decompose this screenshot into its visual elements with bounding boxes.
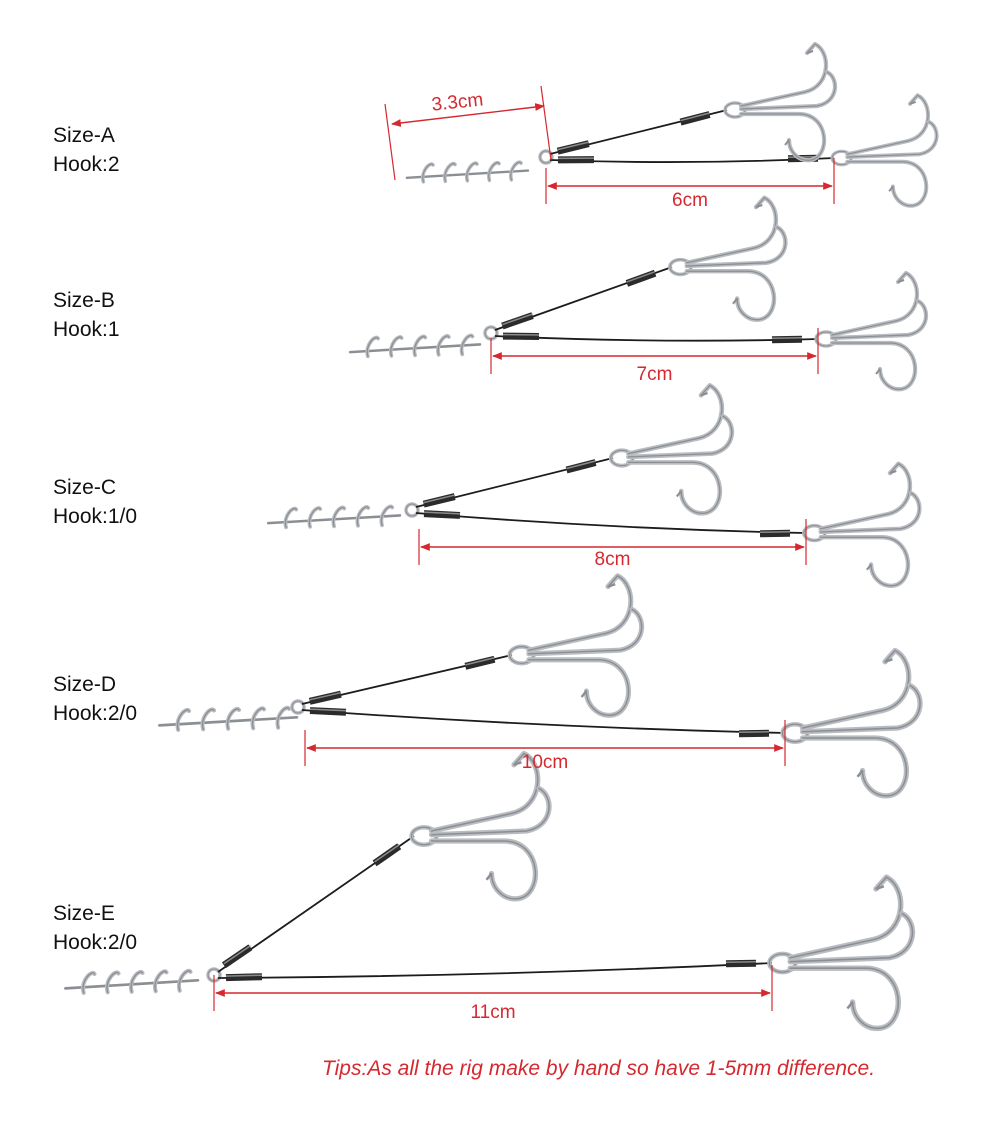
wire-crimp-icon — [759, 529, 791, 538]
length-label: 11cm — [470, 1002, 515, 1023]
steel-wire — [494, 335, 819, 342]
wire-crimp-icon — [221, 944, 253, 969]
wire-crimp-icon — [738, 729, 770, 738]
rig-c — [266, 383, 922, 588]
wire-crimp-icon — [308, 690, 342, 705]
length-label: 10cm — [522, 752, 568, 773]
rig-d — [158, 573, 923, 799]
dimension-e: 11cm — [213, 965, 773, 1023]
treble-hook-icon — [780, 647, 923, 799]
rig-label-a: Size-A Hook:2 — [53, 121, 120, 179]
dimension-a: 6cm — [545, 158, 835, 211]
tips-note: Tips:As all the rig make by hand so have… — [322, 1057, 876, 1080]
treble-hook-icon — [830, 93, 939, 208]
treble-hook-icon — [668, 195, 788, 322]
dimension-tick — [540, 85, 552, 161]
length-label: 7cm — [637, 364, 673, 385]
treble-hook-icon — [767, 874, 916, 1031]
dimension-tick — [384, 103, 396, 181]
wire-crimp-icon — [225, 973, 263, 982]
rig-e — [64, 750, 916, 1031]
wire-crimp-icon — [565, 459, 597, 474]
rig-label-c: Size-C Hook:1/0 — [53, 473, 137, 531]
hook-label: Hook:2 — [53, 153, 120, 176]
rigs-layer — [64, 41, 939, 1031]
treble-hook-icon — [814, 270, 929, 392]
size-label: Size-A — [53, 124, 115, 147]
size-label: Size-B — [53, 289, 115, 312]
size-label: Size-E — [53, 902, 115, 925]
rig-b — [348, 195, 929, 392]
wire-crimp-icon — [771, 335, 803, 344]
wire-crimp-icon — [725, 959, 757, 968]
rig-a — [405, 41, 939, 208]
length-label: 6cm — [672, 190, 708, 211]
wire-crimp-icon — [556, 140, 590, 155]
treble-hook-icon — [409, 750, 552, 902]
eye-spacing-label: 3.3cm — [431, 89, 485, 115]
wire-crimp-icon — [625, 269, 657, 287]
hook-label: Hook:1 — [53, 318, 120, 341]
dimension-arrow — [391, 103, 545, 127]
hook-label: Hook:2/0 — [53, 702, 138, 725]
dimension-d: 10cm — [304, 720, 786, 773]
rig-label-e: Size-E Hook:2/0 — [53, 899, 137, 957]
wire-crimp-icon — [309, 707, 347, 716]
steel-wire — [301, 709, 786, 734]
wire-crimp-icon — [372, 843, 402, 867]
hook-label: Hook:2/0 — [53, 931, 138, 954]
treble-hook-icon — [723, 41, 838, 163]
hook-label: Hook:1/0 — [53, 505, 138, 528]
wire-crimp-icon — [464, 655, 496, 670]
wire-crimp-icon — [679, 111, 711, 126]
steel-wire — [217, 962, 773, 979]
treble-hook-icon — [608, 383, 735, 516]
dimension-c: 8cm — [418, 519, 807, 570]
treble-hook-icon — [507, 573, 645, 718]
dimension-b: 7cm — [490, 328, 819, 385]
steel-wire — [415, 512, 807, 534]
treble-hook-icon — [802, 461, 922, 588]
size-label: Size-D — [53, 673, 117, 696]
wire-crimp-icon — [423, 510, 461, 519]
rig-label-d: Size-D Hook:2/0 — [53, 670, 137, 728]
size-label: Size-C — [53, 476, 117, 499]
eye-spacing-dimension: 3.3cm — [384, 85, 552, 181]
dimensions-layer: 6cm 7cm 8cm 10cm 11cm 3.3cm — [213, 85, 835, 1023]
rig-label-b: Size-B Hook:1 — [53, 286, 120, 344]
wire-crimp-icon — [501, 312, 534, 330]
wire-crimp-icon — [422, 493, 456, 508]
length-label: 8cm — [595, 549, 631, 570]
